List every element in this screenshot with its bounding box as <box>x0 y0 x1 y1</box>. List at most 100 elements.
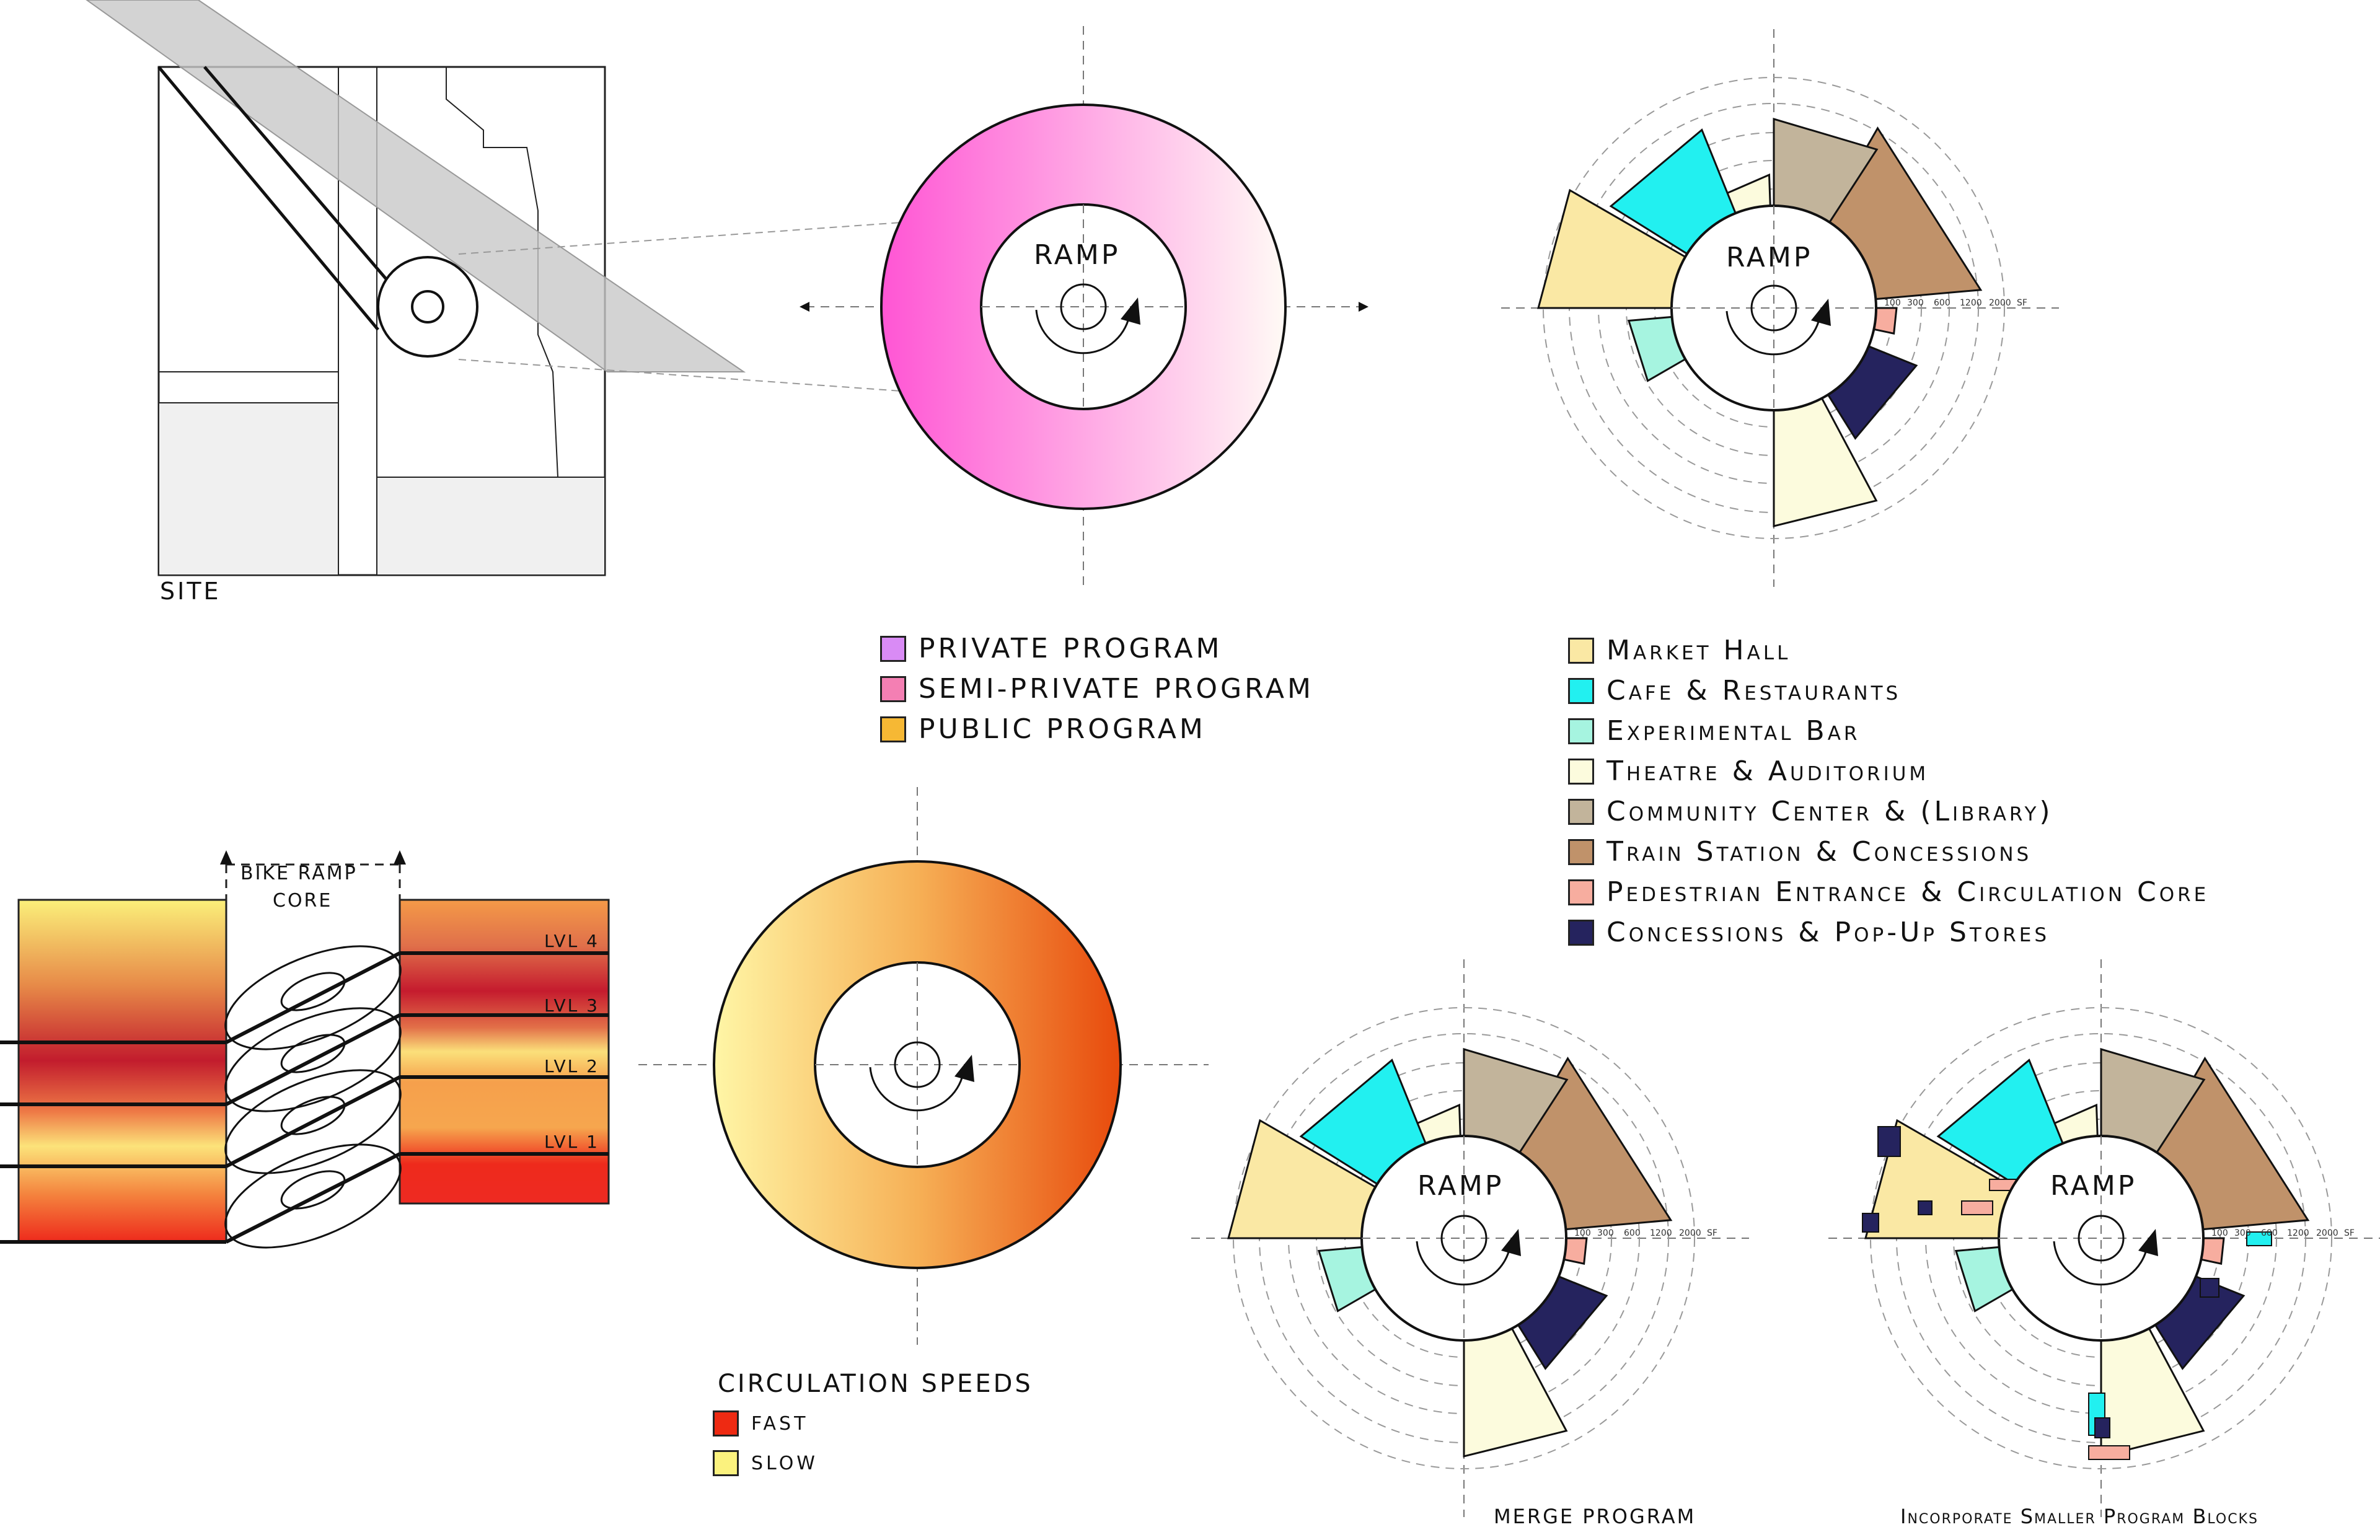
ring-scale-label: 300 <box>1907 298 1924 308</box>
circulation-title: CIRCULATION SPEEDS <box>718 1370 1033 1398</box>
market-hall-swatch <box>1568 637 1594 664</box>
program-block <box>1961 1200 1993 1215</box>
train-station-label: Train Station & Concessions <box>1606 836 2032 868</box>
market-hall-label: Market Hall <box>1606 635 1791 666</box>
ring-scale-label: 300 <box>1597 1228 1614 1238</box>
ramp-arrow <box>1416 1241 1511 1286</box>
incorporate-chart: 100 300 600 1200 2000 SF <box>1828 959 2380 1517</box>
program-legend-item: Experimental Bar <box>1568 711 2209 751</box>
ramp-spiral <box>1440 1215 1488 1262</box>
ramp-label-incorporate: RAMP <box>2050 1170 2137 1202</box>
circulation-legend: FAST SLOW <box>713 1404 818 1483</box>
program-block <box>2200 1278 2219 1298</box>
ramp-arrowhead <box>2138 1229 2158 1256</box>
ramp-arrowhead <box>1811 299 1831 326</box>
program-legend-item: Train Station & Concessions <box>1568 832 2209 872</box>
fast-label: FAST <box>751 1412 809 1435</box>
ring-scale-label: 600 <box>2261 1228 2278 1238</box>
level-1-label: LVL 1 <box>544 1132 599 1152</box>
ramp-label-merge: RAMP <box>1417 1170 1504 1202</box>
merge-chart: 100 300 600 1200 2000 SF <box>1191 959 1749 1517</box>
ramp-spiral <box>2078 1215 2125 1262</box>
ring-scale-label: 2000 <box>1679 1228 1701 1238</box>
ring-scale-label: 100 <box>1884 298 1901 308</box>
bike-core-label: CORE <box>273 890 333 912</box>
public-label: PUBLIC PROGRAM <box>919 713 1206 745</box>
ramp-label-privacy: RAMP <box>1034 239 1121 271</box>
program-legend: Market Hall Cafe & Restaurants Experimen… <box>1568 630 2209 953</box>
cafe-swatch <box>1568 677 1594 704</box>
privacy-legend: PRIVATE PROGRAM SEMI-PRIVATE PROGRAM PUB… <box>880 628 1314 749</box>
semi-private-label: SEMI-PRIVATE PROGRAM <box>919 673 1314 705</box>
popup-swatch <box>1568 919 1594 946</box>
level-3-label: LVL 3 <box>544 995 599 1016</box>
theatre-swatch <box>1568 758 1594 785</box>
ring-scale-label: 2000 <box>1989 298 2011 308</box>
ramp-label-program: RAMP <box>1726 242 1813 273</box>
ring-scale-label: 1200 <box>1960 298 1982 308</box>
train-station-swatch <box>1568 838 1594 865</box>
ring-scale-label: 1200 <box>2287 1228 2309 1238</box>
slow-label: SLOW <box>751 1452 818 1474</box>
popup-label: Concessions & Pop-Up Stores <box>1606 917 2050 948</box>
merge-caption: MERGE PROGRAM <box>1494 1505 1696 1528</box>
community-swatch <box>1568 798 1594 825</box>
level-4-label: LVL 4 <box>544 931 599 951</box>
circulation-ramp-diagram <box>638 787 1209 1345</box>
level-2-label: LVL 2 <box>544 1056 599 1076</box>
site-label: SITE <box>160 578 221 605</box>
scale-ring <box>1543 77 2005 539</box>
ramp-spiral <box>1750 284 1797 332</box>
ring-scale-label: SF <box>1707 1228 1717 1238</box>
privacy-legend-item: SEMI-PRIVATE PROGRAM <box>880 669 1314 709</box>
ring-scale-label: 600 <box>1934 298 1950 308</box>
slow-swatch <box>713 1450 739 1476</box>
ramp-arrow <box>2053 1241 2148 1286</box>
semi-private-swatch <box>880 675 906 702</box>
experimental-bar-label: Experimental Bar <box>1606 715 1861 747</box>
program-block <box>1877 1126 1901 1157</box>
ring-scale-label: 600 <box>1624 1228 1641 1238</box>
pedestrian-swatch <box>1568 879 1594 905</box>
program-chart: 100 300 600 1200 2000 SF <box>1501 29 2059 587</box>
ring-scale-label: 100 <box>1574 1228 1591 1238</box>
program-legend-item: Community Center & (Library) <box>1568 791 2209 832</box>
ring-scale-label: 1200 <box>1650 1228 1672 1238</box>
fast-swatch <box>713 1410 739 1437</box>
scale-ring <box>1233 1007 1695 1469</box>
program-legend-item: Market Hall <box>1568 630 2209 671</box>
experimental-bar-swatch <box>1568 718 1594 744</box>
bike-ramp-label: BIKE RAMP <box>240 863 358 884</box>
program-block <box>2246 1231 2272 1246</box>
circulation-legend-item: SLOW <box>713 1443 818 1483</box>
ring-scale-label: 100 <box>2211 1228 2228 1238</box>
ring-scale-label: 2000 <box>2316 1228 2338 1238</box>
community-label: Community Center & (Library) <box>1606 796 2053 827</box>
ring-scale-label: SF <box>2017 298 2027 308</box>
public-swatch <box>880 716 906 742</box>
incorporate-caption: Incorporate Smaller Program Blocks <box>1900 1505 2259 1528</box>
program-legend-item: Pedestrian Entrance & Circulation Core <box>1568 872 2209 912</box>
theatre-label: Theatre & Auditorium <box>1606 755 1929 787</box>
private-label: PRIVATE PROGRAM <box>919 633 1223 664</box>
program-block <box>1918 1200 1933 1215</box>
program-legend-item: Cafe & Restaurants <box>1568 671 2209 711</box>
pedestrian-label: Pedestrian Entrance & Circulation Core <box>1606 876 2210 908</box>
program-block <box>2094 1417 2110 1438</box>
scale-ring <box>1870 1007 2332 1469</box>
program-legend-item: Concessions & Pop-Up Stores <box>1568 912 2209 953</box>
program-legend-item: Theatre & Auditorium <box>1568 751 2209 791</box>
ramp-arrowhead <box>1501 1229 1521 1256</box>
private-swatch <box>880 635 906 662</box>
ramp-arrow <box>1726 310 1821 356</box>
program-block <box>1862 1213 1879 1233</box>
site-plan <box>86 0 1067 576</box>
privacy-legend-item: PUBLIC PROGRAM <box>880 709 1314 749</box>
ring-scale-label: 300 <box>2234 1228 2251 1238</box>
circulation-legend-item: FAST <box>713 1404 818 1443</box>
privacy-ramp-diagram <box>800 26 1368 589</box>
ring-scale-label: SF <box>2344 1228 2355 1238</box>
